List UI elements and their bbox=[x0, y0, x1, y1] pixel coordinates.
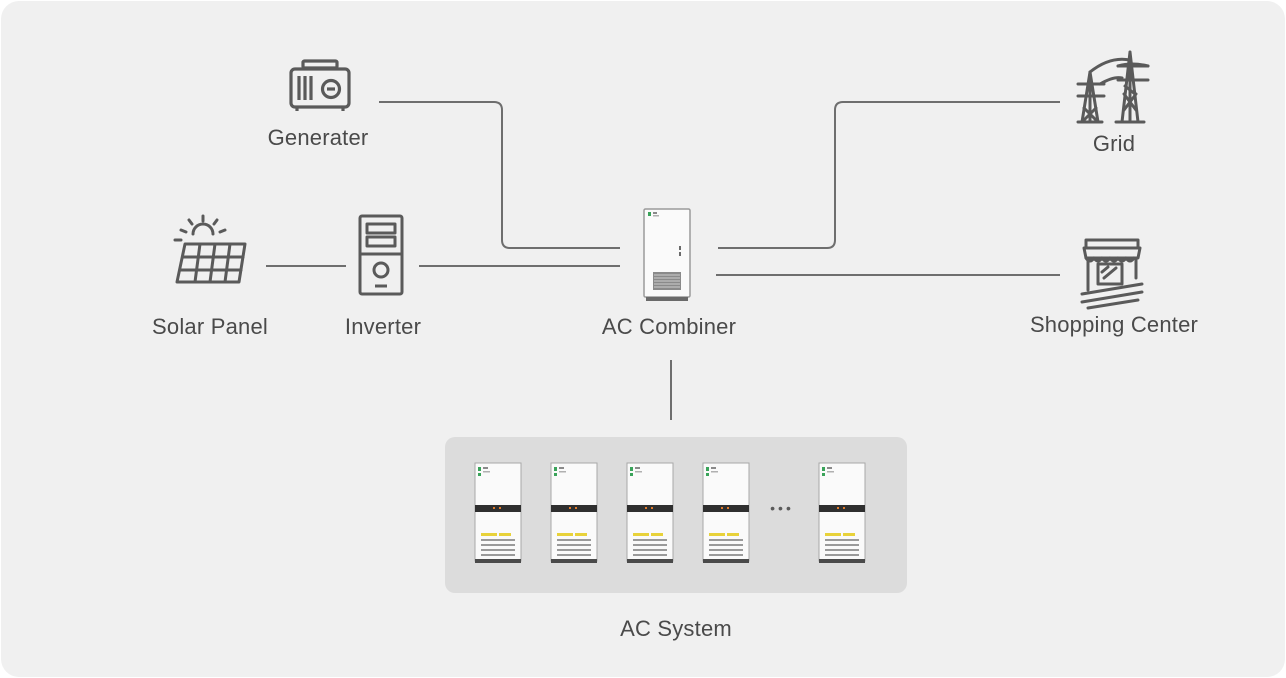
solar-panel-label: Solar Panel bbox=[152, 314, 268, 339]
battery-cabinet bbox=[474, 462, 522, 563]
line-combiner-grid bbox=[718, 101, 1060, 249]
battery-cabinet bbox=[550, 462, 598, 563]
ac-system-label: AC System bbox=[620, 616, 732, 641]
battery-cabinet bbox=[626, 462, 674, 563]
shopping-center-icon bbox=[1080, 238, 1144, 310]
battery-cabinet bbox=[702, 462, 750, 563]
inverter-icon bbox=[358, 214, 404, 296]
ac-system-ellipsis: ••• bbox=[770, 500, 794, 516]
generator-label: Generater bbox=[267, 125, 369, 150]
shopping-center-label: Shopping Center bbox=[1029, 312, 1199, 337]
ac-combiner-label: AC Combiner bbox=[601, 314, 737, 339]
generator-icon bbox=[289, 59, 351, 111]
line-generator-combiner bbox=[379, 101, 620, 249]
grid-tower-icon bbox=[1076, 50, 1150, 124]
battery-cabinet bbox=[818, 462, 866, 563]
grid-label: Grid bbox=[1092, 131, 1136, 156]
ac-combiner-cabinet-icon bbox=[643, 208, 691, 301]
solar-panel-icon bbox=[173, 214, 247, 284]
inverter-label: Inverter bbox=[344, 314, 422, 339]
